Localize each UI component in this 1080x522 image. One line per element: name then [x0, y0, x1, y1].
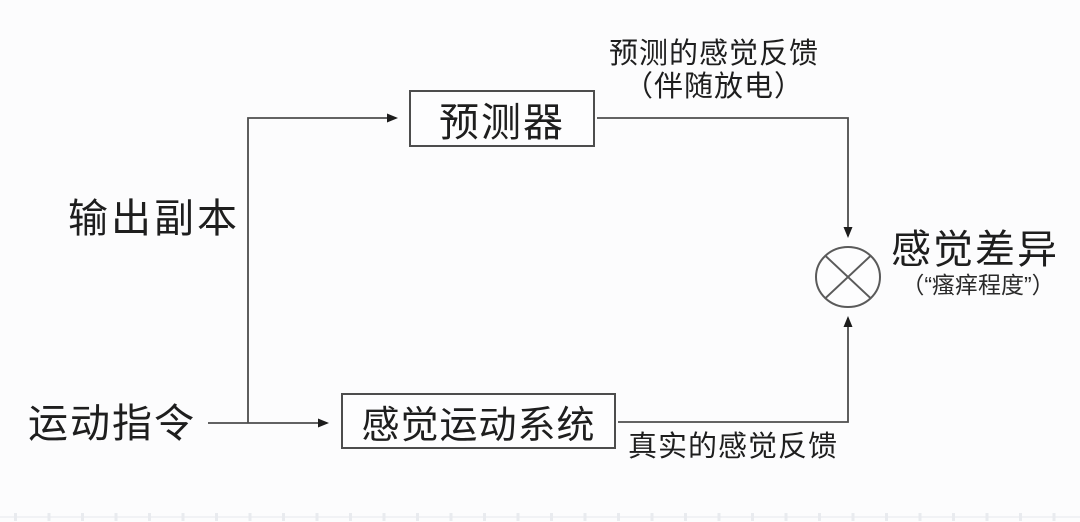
sensorimotor-system-node-label: 感觉运动系统: [361, 404, 596, 447]
actual-feedback-label: 真实的感觉反馈: [627, 431, 839, 463]
comparator-icon: [815, 246, 881, 308]
arrow-efference-copy: [247, 113, 398, 423]
sensorimotor-system-node: 感觉运动系统: [341, 393, 616, 449]
predicted-feedback-line2: （伴随放电）: [623, 71, 805, 104]
arrow-actual-feedback: [618, 316, 853, 423]
efference-copy-label: 输出副本: [68, 197, 240, 241]
predictor-node-label: 预测器: [439, 100, 565, 145]
predictor-node: 预测器: [409, 90, 595, 147]
sensory-discrepancy-label: 感觉差异: [891, 228, 1059, 272]
predicted-feedback-line1: 预测的感觉反馈: [608, 38, 820, 70]
predicted-feedback-label: 预测的感觉反馈 （伴随放电）: [609, 38, 819, 105]
motor-command-label: 运动指令: [28, 402, 196, 446]
sensory-discrepancy-sublabel: （“瘙痒程度”）: [901, 272, 1055, 298]
arrow-predicted-feedback: [597, 117, 853, 238]
